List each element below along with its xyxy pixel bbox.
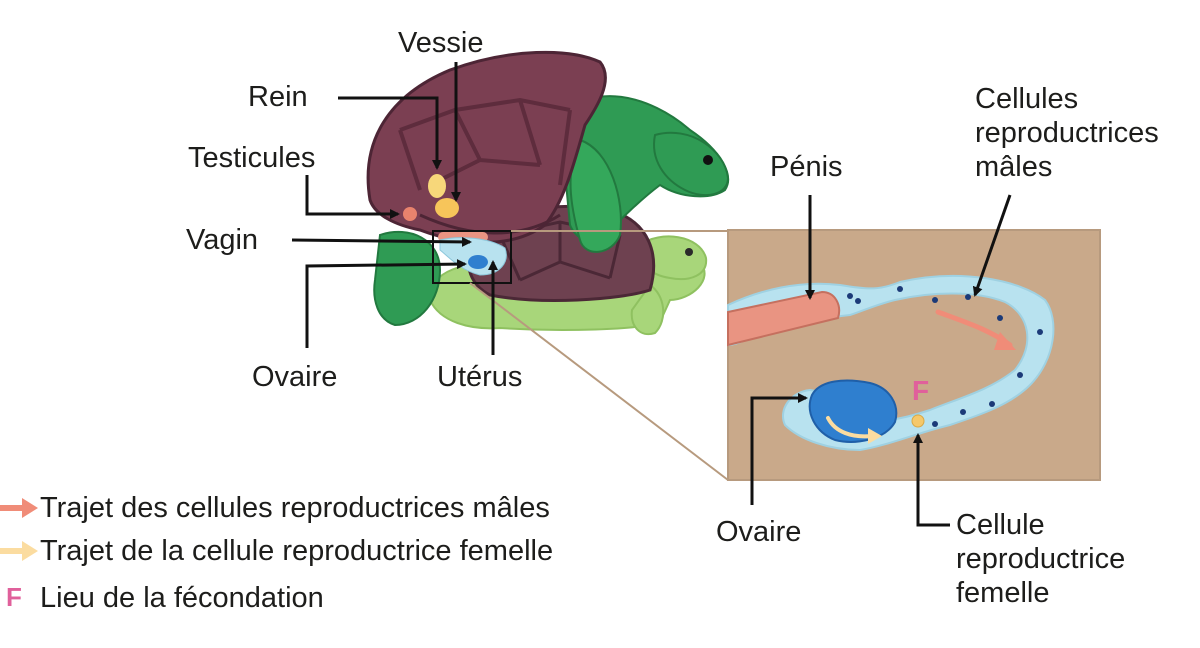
penis-inset — [727, 290, 841, 347]
female-eye — [685, 248, 693, 256]
label-vagin: Vagin — [186, 224, 259, 256]
male-path-arrowhead — [994, 332, 1016, 350]
label-cellules-males-line-3: mâles — [975, 151, 1053, 183]
inset-panel — [727, 229, 1101, 481]
male-path-arrow-icon — [0, 488, 40, 528]
sperm-cells — [847, 286, 1043, 427]
male-eye — [703, 155, 713, 165]
male-head — [653, 131, 730, 197]
ovaire-left-leader — [305, 259, 467, 348]
label-cellules-males-line-1: Cellules — [975, 83, 1079, 115]
female-path-arrow-icon — [0, 531, 40, 571]
legend-text-fecondation: Lieu de la fécondation — [40, 581, 324, 614]
label-testicules: Testicules — [188, 142, 316, 174]
rein-organ — [428, 174, 446, 198]
legend-item-male-path: Trajet des cellules reproductrices mâles — [0, 488, 550, 528]
legend-item-female-path: Trajet de la cellule reproductrice femel… — [0, 531, 553, 571]
label-uterus: Utérus — [437, 361, 523, 393]
label-cellule-femelle: Cellule reproductrice femelle — [956, 508, 1125, 610]
leader-lines — [291, 62, 1012, 527]
label-cellule-femelle-line-2: reproductrice — [956, 543, 1126, 575]
label-vessie: Vessie — [398, 27, 484, 59]
legend-item-fecondation: F Lieu de la fécondation — [0, 578, 324, 618]
male-front-leg — [569, 138, 622, 253]
rein-leader — [338, 96, 442, 170]
ovaire-right-leader — [750, 393, 808, 505]
female-path-arrow-inset — [826, 416, 874, 439]
fecondation-marker: F — [912, 375, 930, 406]
label-cellules-males: Cellules reproductrices mâles — [975, 82, 1159, 184]
legend-text-male-path: Trajet des cellules reproductrices mâles — [40, 491, 550, 524]
cellules-males-leader — [972, 194, 1012, 297]
fecondation-f-mark: F — [6, 582, 22, 612]
male-shell-plates — [398, 97, 572, 191]
label-cellule-femelle-line-3: femelle — [956, 577, 1050, 609]
testicules-organ — [403, 207, 417, 221]
vessie-organ — [435, 198, 459, 218]
cellule-femelle-leader — [913, 433, 950, 527]
ovule-inset — [911, 414, 925, 428]
label-cellule-femelle-line-1: Cellule — [956, 509, 1045, 541]
ovaire-inset — [808, 379, 898, 443]
female-leg-front — [630, 283, 665, 336]
zoom-connector-bottom — [469, 282, 729, 481]
zoom-box — [432, 230, 512, 284]
label-penis: Pénis — [770, 151, 843, 183]
vagin-leader — [291, 236, 472, 247]
label-cellules-males-line-2: reproductrices — [975, 117, 1159, 149]
male-plastron — [419, 213, 561, 235]
testicules-leader — [305, 175, 400, 219]
label-rein: Rein — [248, 81, 308, 113]
female-shell-plates — [498, 220, 622, 282]
label-ovaire-right: Ovaire — [716, 516, 802, 548]
legend-text-female-path: Trajet de la cellule reproductrice femel… — [40, 534, 554, 567]
fecondation-f-icon: F — [0, 578, 40, 618]
female-path-arrowhead — [868, 428, 882, 444]
male-back-leg — [373, 230, 442, 327]
male-tortoise — [366, 50, 730, 327]
ovaire-organ-small — [468, 255, 488, 269]
label-ovaire-left: Ovaire — [252, 361, 338, 393]
